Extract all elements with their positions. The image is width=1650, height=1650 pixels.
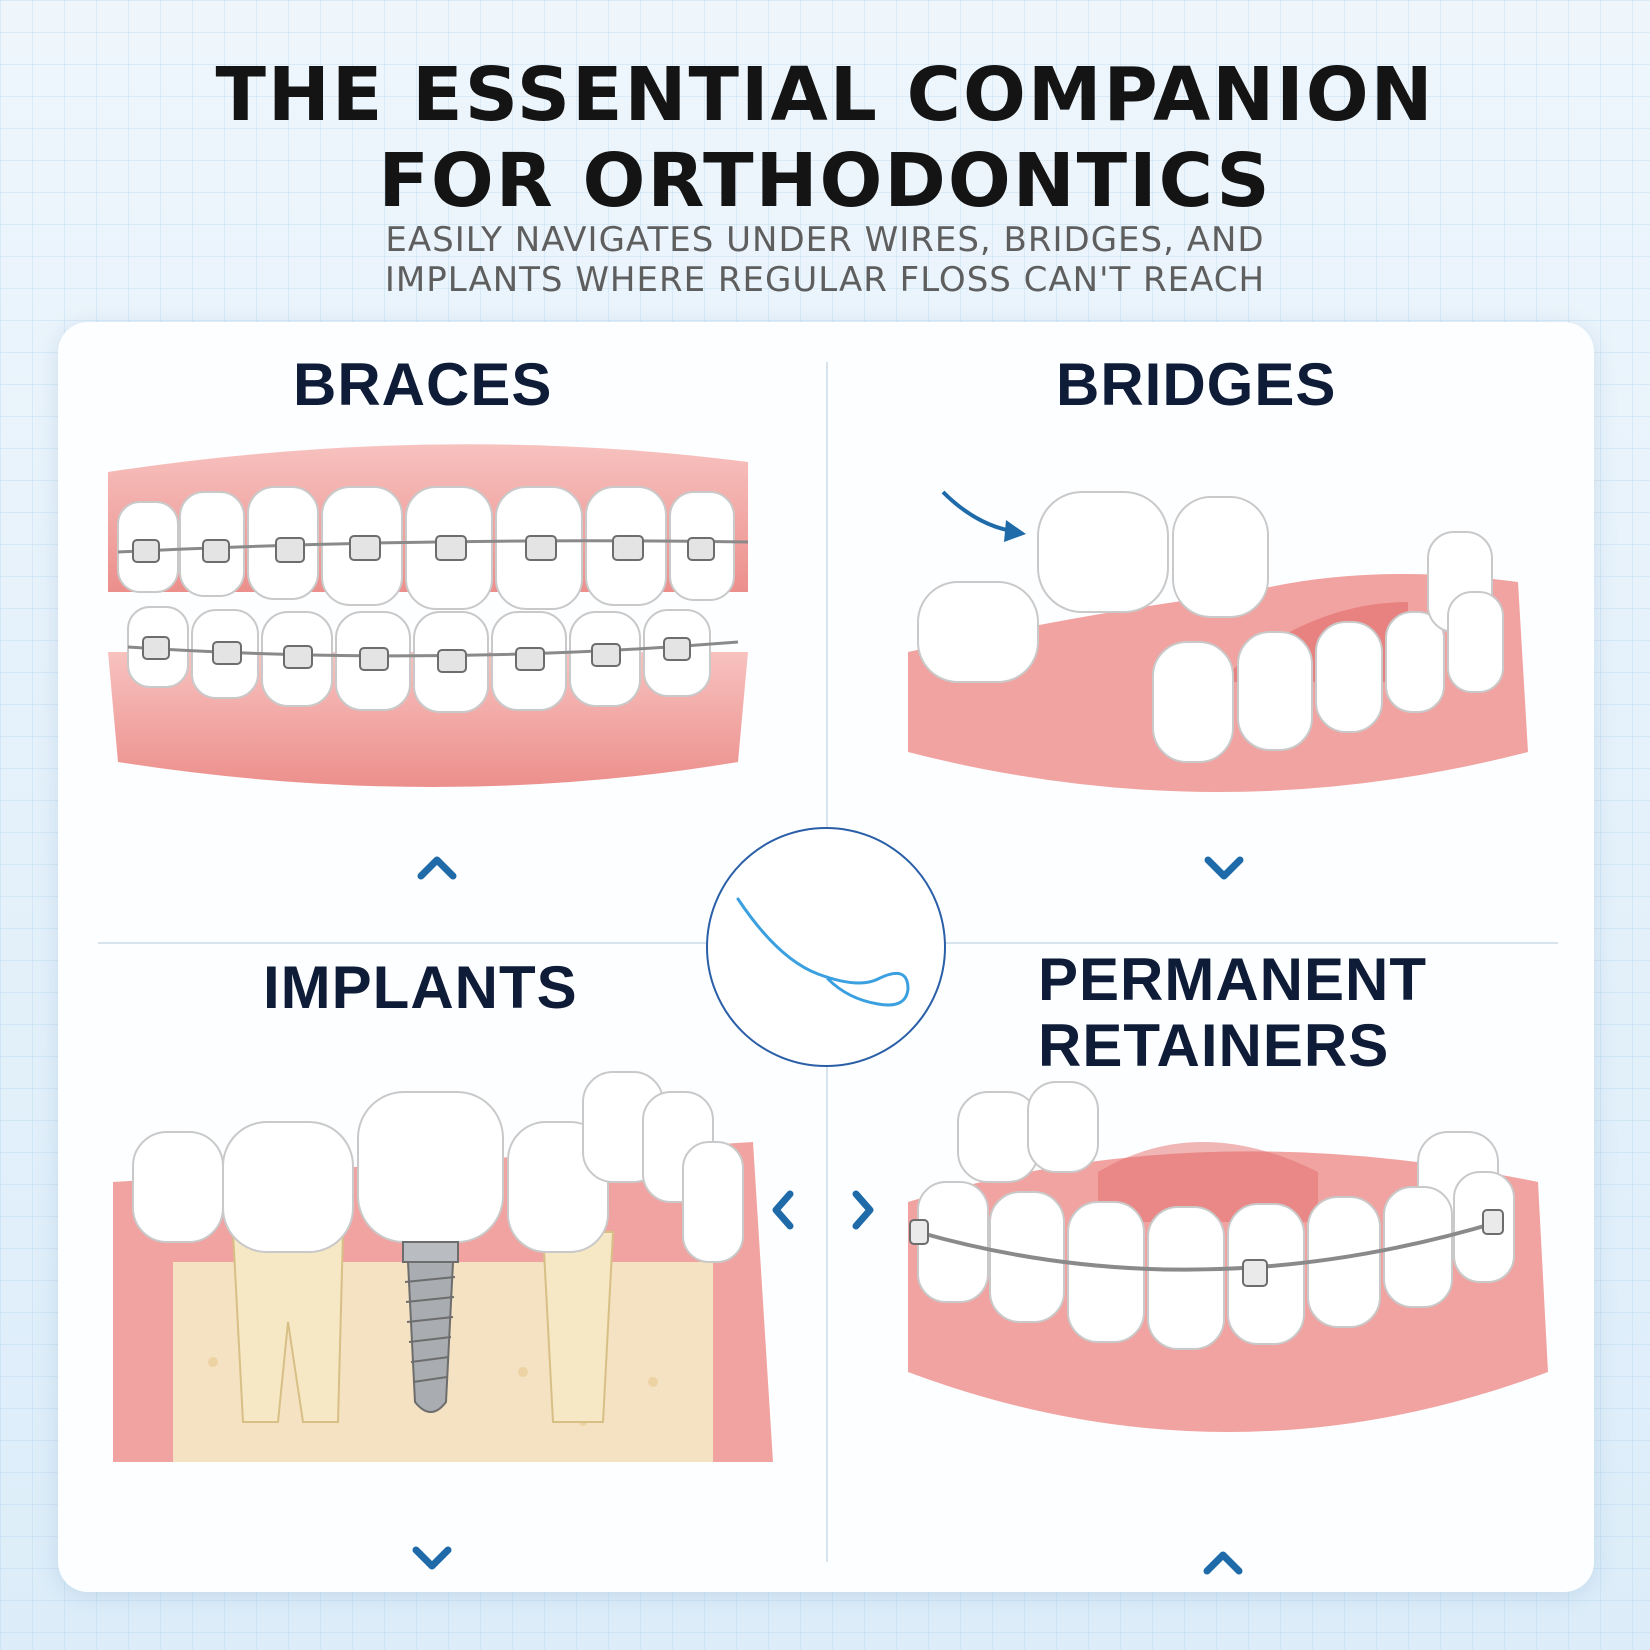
braces-label-text: BRACES	[293, 351, 553, 418]
floss-threader-icon	[736, 897, 910, 1007]
implants-label: IMPLANTS	[263, 955, 578, 1021]
braces-illustration-icon	[108, 444, 749, 787]
chevron-left-icon	[772, 1190, 794, 1230]
bridges-chevron-down-icon	[1204, 856, 1244, 880]
retainers-label-line-2: RETAINERS	[1038, 1012, 1390, 1079]
title-line-1: THE ESSENTIAL COMPANION	[215, 52, 1435, 138]
floss-threader-badge	[706, 827, 946, 1067]
subtitle-line-2: IMPLANTS WHERE REGULAR FLOSS CAN'T REACH	[384, 260, 1266, 300]
braces-label: BRACES	[293, 352, 552, 418]
implant-illustration-icon	[113, 1071, 773, 1462]
bridges-label: BRIDGES	[1056, 352, 1336, 418]
retainer-illustration-icon	[908, 1081, 1548, 1432]
braces-chevron-up-icon	[417, 856, 457, 880]
retainers-chevron-up-icon	[1203, 1551, 1243, 1575]
subtitle-line-1: EASILY NAVIGATES UNDER WIRES, BRIDGES, A…	[385, 220, 1265, 260]
chevron-right-icon	[852, 1190, 874, 1230]
uses-card: BRACES	[58, 322, 1594, 1592]
implants-chevron-down-icon	[412, 1546, 452, 1570]
bridges-label-text: BRIDGES	[1056, 351, 1337, 418]
implants-label-text: IMPLANTS	[263, 954, 578, 1021]
retainers-label-line-1: PERMANENT	[1038, 946, 1428, 1013]
bridge-illustration-icon	[908, 490, 1528, 792]
retainers-label: PERMANENT RETAINERS	[1038, 947, 1427, 1079]
page-subtitle: EASILY NAVIGATES UNDER WIRES, BRIDGES, A…	[0, 220, 1650, 300]
title-line-2: FOR ORTHODONTICS	[378, 138, 1272, 224]
page-title: THE ESSENTIAL COMPANION FOR ORTHODONTICS	[0, 52, 1650, 224]
